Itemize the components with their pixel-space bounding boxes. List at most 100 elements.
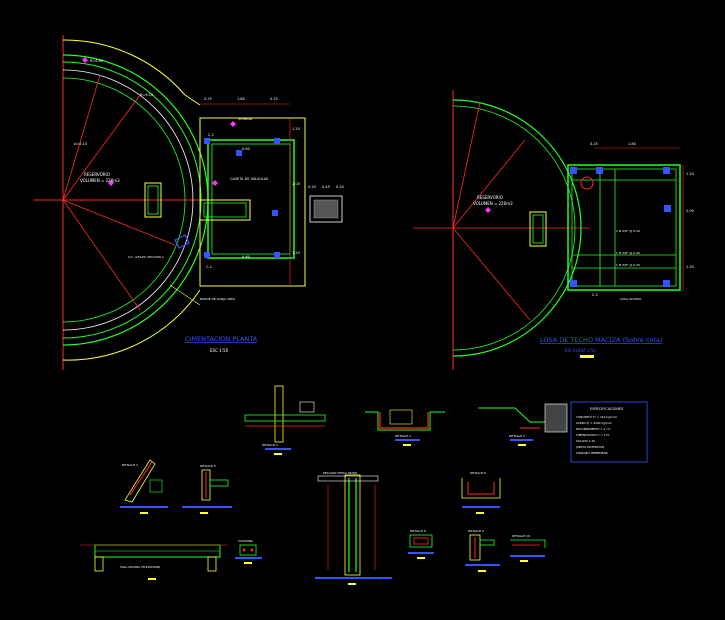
arc-link — [184, 94, 201, 106]
detail-slab — [479, 539, 495, 546]
column-label: C-1 — [592, 293, 598, 297]
detail-title: DETALLE 5 — [200, 464, 216, 468]
detail-slab — [244, 414, 326, 422]
valve-house-outline — [199, 117, 306, 287]
detail-8: DETALLE 8 — [408, 529, 434, 559]
radial-line — [452, 101, 481, 229]
detail-section — [510, 539, 546, 548]
detail-5: DETALLE 5 — [182, 464, 232, 514]
beam-title: VIGA SOLERA (ELEVACION) — [120, 565, 160, 569]
detail-marker — [520, 560, 528, 562]
detail-slab — [209, 479, 229, 487]
plan-left: RESERVORIO VOLUMEN = 220m3 CASETA DE VAL… — [33, 35, 344, 370]
detail-rebar — [379, 412, 429, 429]
detail-marker — [476, 512, 484, 514]
dim-label: 1.20 — [292, 127, 300, 131]
column-label: C-1 — [208, 133, 214, 137]
detail-rebar — [413, 537, 429, 545]
dim-label: 0.20 — [308, 185, 316, 189]
dim-label: 0.20 — [336, 185, 344, 189]
dim-label: 1.20 — [686, 265, 694, 269]
detail-2: DETALLE 2 — [365, 409, 445, 446]
plan-scale: ESC 1:50 — [210, 348, 229, 353]
legend-line: TARRAJEO IMPERMEAB. — [575, 451, 608, 455]
level-marker — [212, 180, 218, 186]
column-c1 — [204, 252, 210, 258]
outer-arc — [62, 289, 201, 361]
roof-slab — [567, 164, 681, 291]
legend-line: JUNTAS WATERSTOP — [575, 445, 604, 449]
plan-title: CIMENTACION PLANTA — [185, 335, 258, 343]
detail-marker — [518, 444, 526, 446]
column-c1 — [272, 210, 278, 216]
angle-label: A=5.10 — [74, 142, 87, 146]
detail-rebar — [467, 482, 495, 495]
legend-line: SOLADO 1:10 — [576, 439, 595, 443]
slab-inner — [452, 105, 576, 351]
detail-marker — [348, 583, 356, 585]
beam-support — [207, 556, 217, 572]
valve-box-label: CASETA DE VALVULAS — [230, 177, 269, 181]
legend-frame — [570, 401, 648, 463]
vereda-label: VEREDA — [238, 117, 253, 121]
column-c1 — [570, 280, 577, 287]
radial-line — [62, 74, 101, 201]
pipe-entry — [174, 234, 190, 249]
level-marker — [230, 121, 236, 127]
legend-line: CIMENTACION f'c = 175 — [576, 433, 609, 437]
dim-label: 0.25 — [590, 142, 598, 146]
detail-rebar — [129, 461, 153, 496]
level-marker — [82, 57, 88, 63]
dim-label: 1.80 — [237, 97, 245, 101]
detail-title: SECCION TIPICA MURO — [323, 471, 358, 475]
access-label: LOSA ACCESO — [620, 297, 642, 301]
detail-box — [389, 409, 413, 425]
legend-line: ACERO fy = 4200 kg/cm2 — [576, 421, 612, 425]
slab-outline — [452, 99, 582, 357]
detail-3: DETALLE 3 — [478, 403, 568, 446]
level-marker — [108, 180, 114, 186]
title-marker — [580, 355, 594, 358]
detail-section — [409, 534, 433, 548]
valve-house-wall-inner — [211, 143, 291, 255]
details: DETALLE 1 DETALLE 2 DETALLE 3 ESPECIFICA… — [80, 385, 648, 585]
center-pillar-inner — [532, 214, 544, 244]
valve-house-wall — [207, 139, 295, 259]
detail-1: DETALLE 1 — [244, 385, 326, 455]
wall-section — [344, 474, 361, 576]
rebar-label: 1 Ø 3/8" @ 0.20 — [616, 262, 640, 267]
detail-column: COLUMNA — [235, 539, 262, 564]
column-c1 — [236, 150, 242, 156]
level-marker — [485, 207, 491, 213]
radial-line — [452, 139, 526, 229]
detail-wall-section: SECCION TIPICA MURO — [315, 471, 392, 585]
radius-label: R=6.10 — [140, 93, 153, 97]
roof-slab-inner — [571, 168, 677, 287]
detail-beam: VIGA SOLERA (ELEVACION) — [80, 544, 228, 580]
center-pillar — [144, 182, 162, 218]
beam-label: V.C. (25x25) SECCION A — [128, 255, 165, 259]
detail-marker — [244, 562, 252, 564]
detail-10: DETALLE 10 — [510, 534, 546, 562]
detail-title: DETALLE 2 — [395, 434, 411, 438]
detail-title: DETALLE 4 — [122, 463, 138, 467]
rebar-label: 1 Ø 3/8" @ 0.20 — [616, 250, 640, 255]
reservoir-label: RESERVORIO — [477, 195, 503, 200]
dim-label: 1.80 — [628, 142, 636, 146]
plan-title: LOSA DE TECHO MACIZA (Sobre cota) — [540, 336, 662, 344]
column-c1 — [663, 280, 670, 287]
dim-label: 0.25 — [204, 97, 212, 101]
detail-title: DETALLE 9 — [468, 529, 484, 533]
detail-4: DETALLE 4 — [120, 459, 168, 514]
detail-marker — [200, 512, 208, 514]
dim-label: 0.25 — [270, 97, 278, 101]
legend-box: ESPECIFICACIONES CONCRETO f'c = 210 kg/c… — [570, 401, 648, 463]
detail-wall — [469, 534, 481, 561]
valve-box — [199, 199, 251, 221]
detail-6: DETALLE 6 — [461, 471, 501, 514]
volume-label: VOLUMEN = 220m3 — [473, 201, 513, 206]
column-label: C-1 — [206, 265, 212, 269]
valve-box-inner — [203, 202, 247, 218]
dim-label: 1.20 — [292, 251, 300, 255]
beam-dim: 0.60 — [242, 255, 250, 259]
